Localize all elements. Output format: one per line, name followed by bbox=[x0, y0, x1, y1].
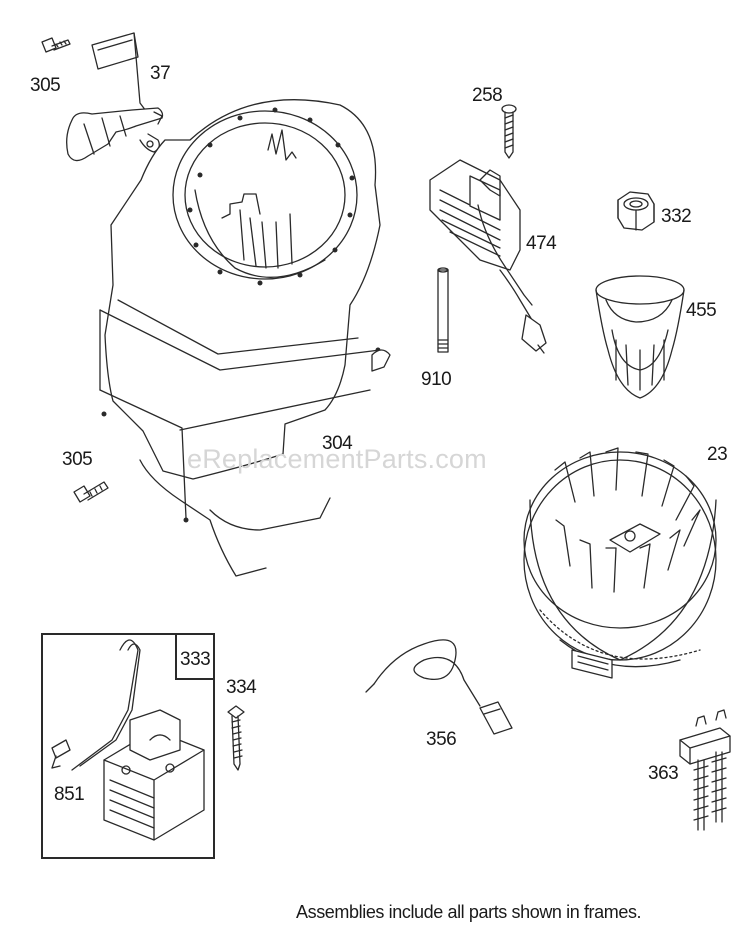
label-334: 334 bbox=[226, 677, 257, 698]
air-guide-37 bbox=[66, 32, 164, 162]
watermark: eReplacementParts.com bbox=[187, 444, 487, 474]
screen-455 bbox=[595, 275, 685, 399]
label-333: 333 bbox=[180, 649, 211, 670]
blower-housing-304 bbox=[99, 99, 391, 577]
ignition-module-333 bbox=[51, 639, 205, 841]
label-363: 363 bbox=[648, 763, 679, 784]
label-37: 37 bbox=[150, 63, 171, 84]
wire-356 bbox=[365, 639, 513, 735]
assembly-frame-label-box bbox=[175, 633, 215, 680]
label-23: 23 bbox=[707, 444, 728, 465]
label-305-bottom: 305 bbox=[62, 449, 93, 470]
label-305-top: 305 bbox=[30, 75, 61, 96]
flywheel-23 bbox=[523, 447, 717, 679]
label-455: 455 bbox=[686, 300, 717, 321]
label-910: 910 bbox=[421, 369, 452, 390]
label-304: 304 bbox=[322, 433, 353, 454]
bolt-305-bottom bbox=[73, 481, 109, 503]
label-332: 332 bbox=[661, 206, 692, 227]
bolt-305-top bbox=[41, 37, 71, 53]
screw-258 bbox=[501, 104, 517, 159]
label-356: 356 bbox=[426, 729, 457, 750]
stud-910 bbox=[437, 267, 449, 353]
label-851: 851 bbox=[54, 784, 85, 805]
bracket-363 bbox=[679, 709, 731, 831]
assembly-frame bbox=[41, 633, 215, 859]
nut-332 bbox=[617, 191, 655, 231]
label-258: 258 bbox=[472, 85, 503, 106]
label-474: 474 bbox=[526, 233, 557, 254]
footer-note: Assemblies include all parts shown in fr… bbox=[296, 902, 642, 922]
screw-334 bbox=[227, 705, 245, 771]
armature-474 bbox=[429, 159, 547, 354]
